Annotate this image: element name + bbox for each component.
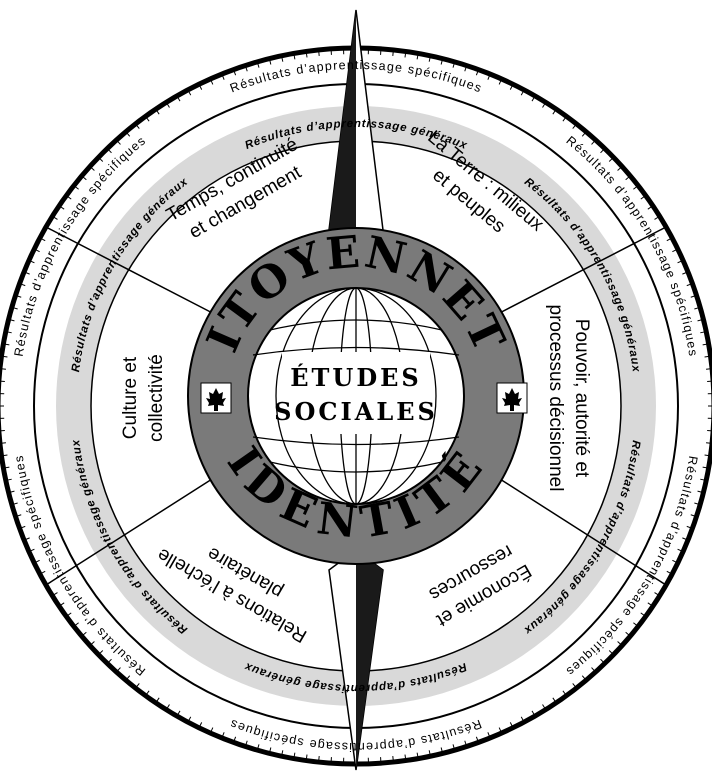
maple-leaf-icon <box>201 383 231 413</box>
maple-leaf-icon <box>497 383 527 413</box>
segment-label-line: Culture et <box>120 356 141 439</box>
center-title-line1: ÉTUDES <box>290 363 422 392</box>
segment-label-line: processus décisionnel <box>545 305 566 492</box>
segment-label-line: collectivité <box>146 354 167 442</box>
center-title-line2: SOCIALES <box>274 397 438 426</box>
segment-label-line: Pouvoir, autorité et <box>571 319 592 478</box>
